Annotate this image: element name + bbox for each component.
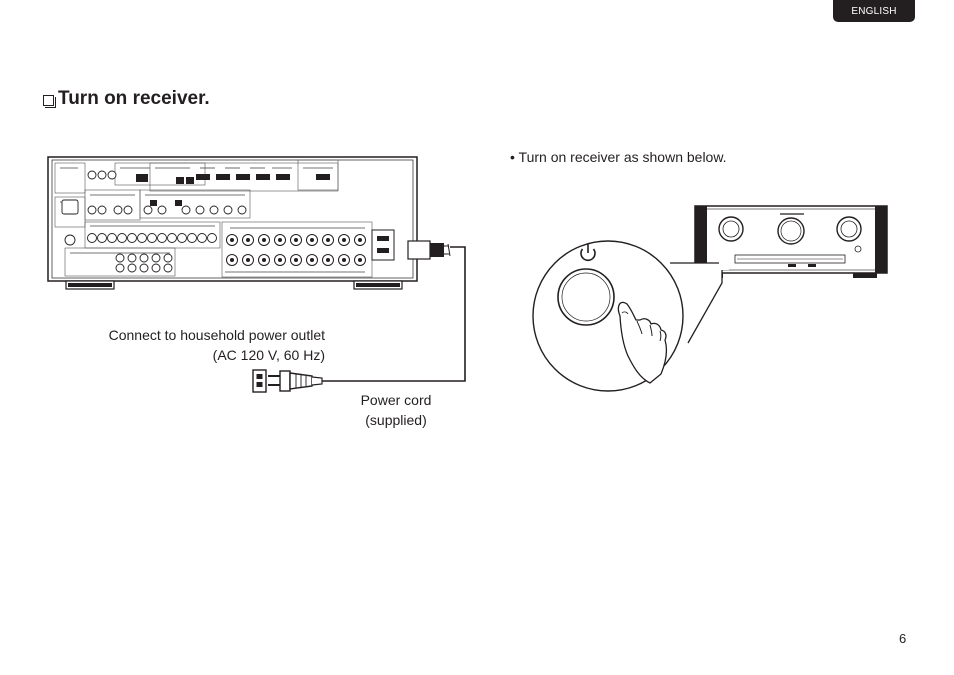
power-cord <box>322 240 466 382</box>
receiver-rear-panel <box>47 156 418 290</box>
hand-icon <box>617 301 668 384</box>
checkbox-icon <box>43 94 56 108</box>
section-heading: Turn on receiver. <box>43 88 210 110</box>
language-tab[interactable]: ENGLISH <box>833 0 915 22</box>
wall-outlet-icon <box>252 369 267 393</box>
power-cord-label: Power cord (supplied) <box>336 390 456 430</box>
outlet-label-line1: Connect to household power outlet <box>108 327 325 343</box>
power-cord-label-line2: (supplied) <box>365 412 427 428</box>
power-icon <box>580 244 596 262</box>
instruction-text: • Turn on receiver as shown below. <box>510 149 727 165</box>
outlet-label: Connect to household power outlet (AC 12… <box>60 325 325 365</box>
power-cord-label-line1: Power cord <box>360 392 432 408</box>
outlet-label-line2: (AC 120 V, 60 Hz) <box>212 347 325 363</box>
section-heading-text: Turn on receiver. <box>58 88 210 109</box>
language-tab-label: ENGLISH <box>851 5 897 17</box>
power-plug-icon <box>268 370 323 392</box>
page-number: 6 <box>899 631 907 646</box>
